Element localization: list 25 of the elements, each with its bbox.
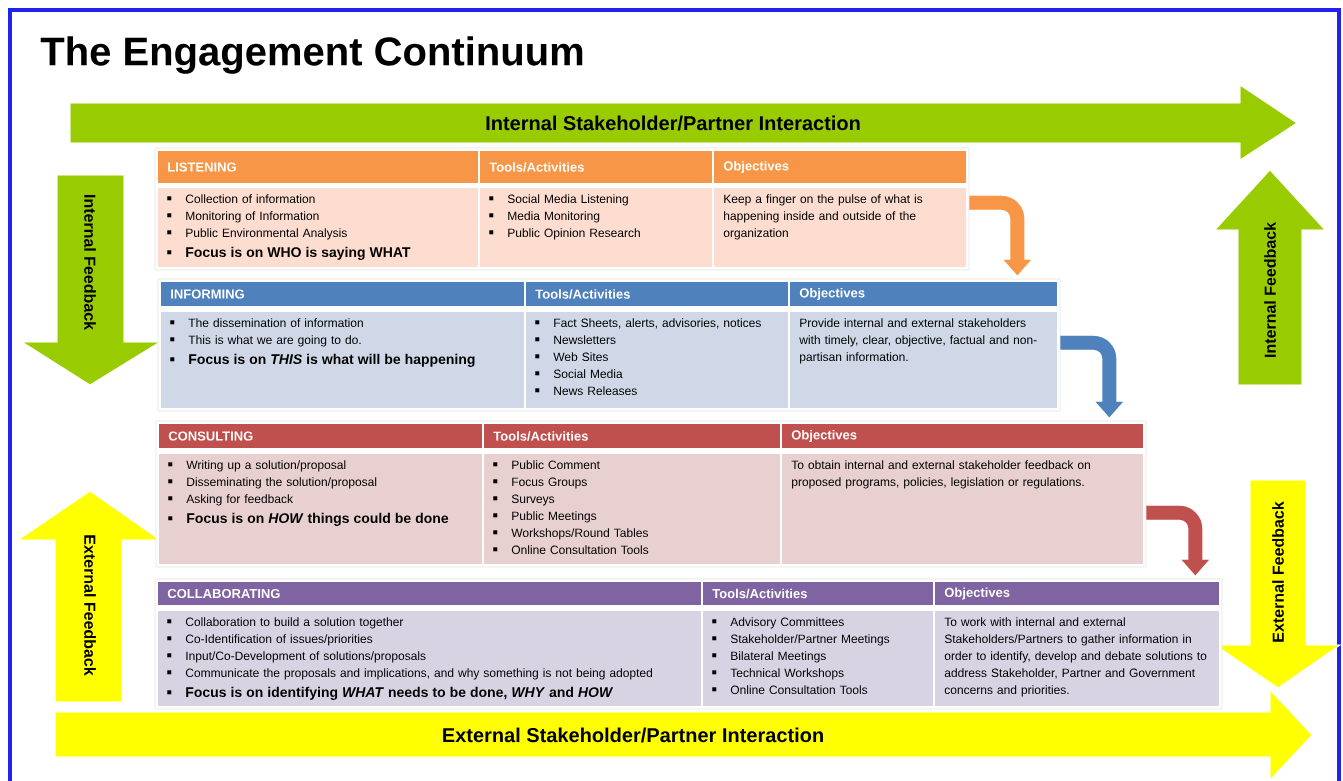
node-label: Objectives [799, 287, 865, 301]
table-column: Tools/Activities Social Media Listening Media Monitoring Public Opinion Research [478, 149, 714, 269]
table-column: Objectives To work with internal and external Stakeholders/Partners to gather information in order to identify, develop and debate solutions to address Stakeholder, Partner and Government concerns and priorities. [933, 580, 1221, 708]
title: The Engagement Continuum [40, 36, 583, 74]
node-label: LISTENING [168, 162, 236, 172]
node-label: Tools/Activities [712, 588, 807, 599]
table-column: CONSULTING Writing up a solution/proposal Disseminating the solution/proposal Asking for feedback Focus is on HOW things could be done [157, 422, 484, 566]
node-label: COLLABORATING [167, 588, 280, 599]
node-label: Objectives [723, 160, 789, 174]
node-label: INFORMING [171, 289, 244, 299]
table-column: LISTENING Collection of information Monitoring of Information Public Environmental Analysis Focus is on WHO is saying WHAT [156, 149, 480, 269]
node-label: Tools/Activities [493, 431, 588, 441]
table-column: Tools/Activities Advisory Committees Stakeholder/Partner Meetings Bilateral Meetings Technical Workshops Online Consultation Tools [701, 580, 935, 708]
table-column: Objectives To obtain internal and external stakeholder feedback on proposed programs, policies, legislation or regulations. [780, 422, 1145, 566]
node-label: Tools/Activities [489, 162, 584, 172]
node-label: Tools/Activities [535, 289, 630, 299]
node-label: Objectives [791, 429, 857, 443]
node-label: CONSULTING [168, 431, 253, 441]
table-column: Tools/Activities Fact Sheets, alerts, advisories, notices Newsletters Web Sites Social Media News Releases [524, 280, 790, 410]
table-column: Tools/Activities Public Comment Focus Groups Surveys Public Meetings Workshops/Round Tables Online Consultation Tools [482, 422, 782, 566]
node-label: Objectives [944, 587, 1010, 600]
table-column: Objectives Keep a finger on the pulse of what is happening inside and outside of the organization [712, 149, 968, 269]
table-column: COLLABORATING Collaboration to build a solution together Co-Identification of issues/priorities Input/Co-Development of solutions/proposals Communicate the proposals and implications, and why something is not being adopted Focus is on identifying WHAT needs to be done, WHY and HOW [156, 580, 703, 708]
table-column: Objectives Provide internal and external stakeholders with timely, clear, objective, factual and non-partisan information. [788, 280, 1059, 410]
table-column: INFORMING The dissemination of information This is what we are going to do. Focus is on THIS is what will be happening [159, 280, 526, 410]
